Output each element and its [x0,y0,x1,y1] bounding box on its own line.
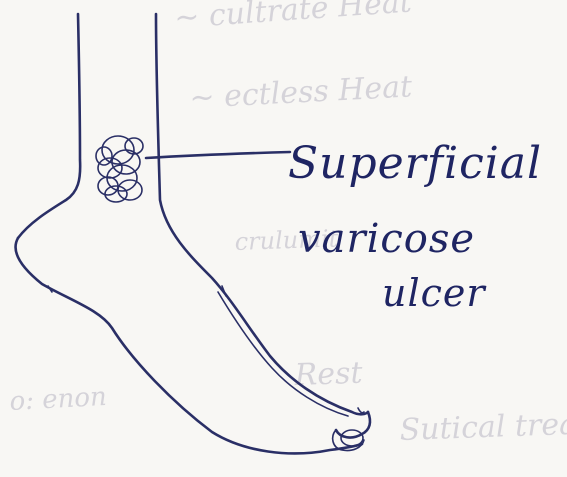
ulcer-marking [96,136,143,202]
label-line-1: Superficial [288,138,542,189]
label-line-3: ulcer [382,271,487,315]
svg-text:~ ectless Heat: ~ ectless Heat [189,69,414,116]
bleed-through-writing: ~ cultrate Heat ~ ectless Heat crulumit … [9,0,567,448]
label-line-2: varicose [298,216,475,262]
svg-text:~ cultrate Heat: ~ cultrate Heat [173,0,414,36]
svg-text:Sutical treatme: Sutical treatme [399,405,567,448]
label-leader-line [146,152,290,158]
svg-text:o: enon: o: enon [9,382,108,417]
ulcer-label: Superficial varicose ulcer [288,138,542,315]
